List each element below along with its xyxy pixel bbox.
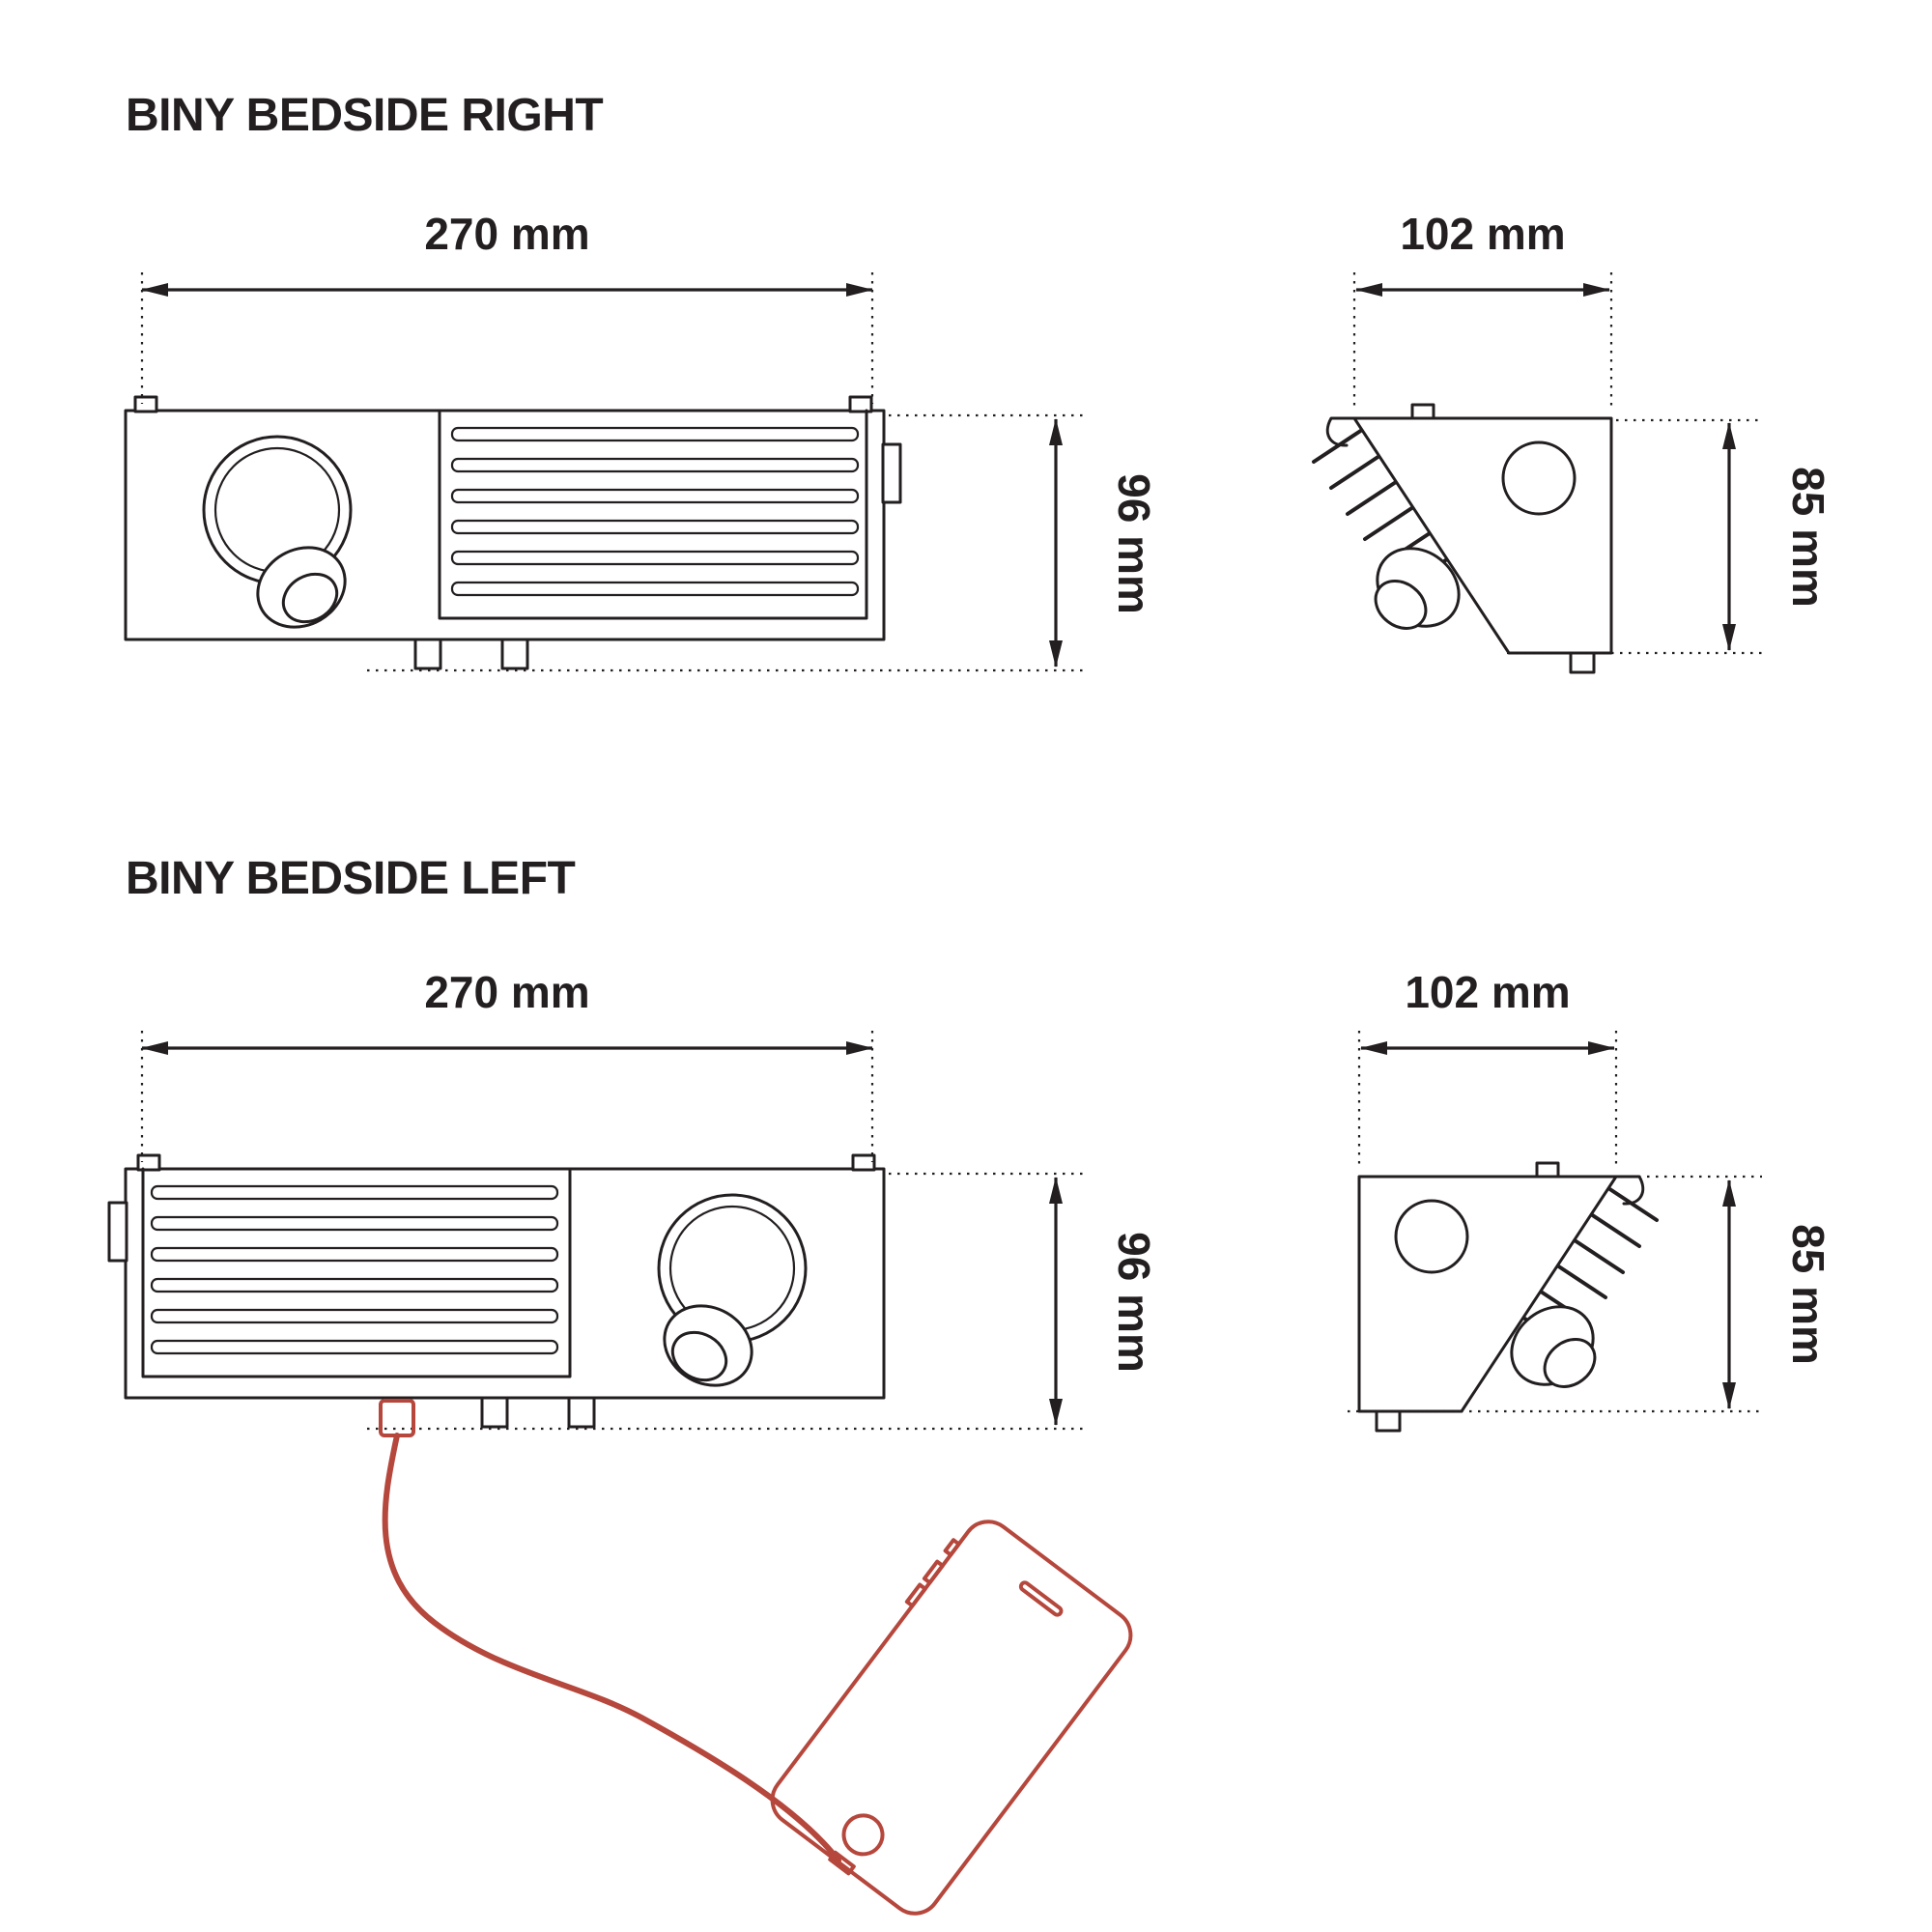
width-dimension: 270 mm [140, 209, 874, 404]
extension-lines [1348, 1175, 1762, 1413]
phone-mute-switch [943, 1538, 961, 1557]
extension-lines [1357, 1031, 1618, 1164]
section-title-left: BINY BEDSIDE LEFT [126, 853, 576, 904]
front-body-right [124, 395, 902, 670]
phone-outline [770, 1520, 1133, 1916]
phone-volume-button [922, 1559, 945, 1585]
charging-accessory [379, 1399, 1133, 1916]
side-view-left: 102 mm 85 mm [1348, 967, 1833, 1433]
charging-cable-icon [382, 1433, 841, 1863]
section-title-right: BINY BEDSIDE RIGHT [126, 90, 604, 141]
extension-lines [140, 272, 874, 404]
dimension-label: 85 mm [1783, 467, 1833, 608]
dimension-label: 96 mm [1109, 473, 1159, 614]
usb-connector-icon [379, 1399, 415, 1437]
dimension-label: 85 mm [1783, 1224, 1833, 1365]
dimension-label: 102 mm [1400, 209, 1565, 259]
dimension-label: 102 mm [1405, 967, 1570, 1017]
smartphone-icon [770, 1520, 1133, 1916]
phone-volume-button [904, 1582, 927, 1608]
phone-home-button [841, 1813, 885, 1857]
front-view-left: 270 mm 96 mm [107, 967, 1159, 1916]
front-body-left [107, 1153, 886, 1429]
width-dimension: 102 mm [1357, 967, 1618, 1164]
side-view-right: 102 mm 85 mm [1312, 209, 1833, 674]
phone-charging-port [828, 1850, 856, 1876]
dimension-label: 96 mm [1109, 1232, 1159, 1373]
height-dimension: 96 mm [367, 413, 1159, 672]
extension-lines [367, 1172, 1089, 1431]
side-body-left [1357, 1161, 1659, 1433]
extension-lines [140, 1031, 874, 1162]
front-view-right: 270 mm 96 mm [124, 209, 1159, 672]
width-dimension: 270 mm [140, 967, 874, 1162]
height-dimension: 85 mm [1348, 1175, 1833, 1413]
dimension-label: 270 mm [424, 209, 589, 259]
side-body-right [1312, 403, 1613, 674]
height-dimension: 85 mm [1507, 418, 1833, 655]
height-dimension: 96 mm [367, 1172, 1159, 1431]
extension-lines [1352, 272, 1613, 406]
phone-earpiece [1018, 1580, 1064, 1617]
width-dimension: 102 mm [1352, 209, 1613, 406]
dimension-label: 270 mm [424, 967, 589, 1017]
extension-lines [367, 413, 1089, 672]
